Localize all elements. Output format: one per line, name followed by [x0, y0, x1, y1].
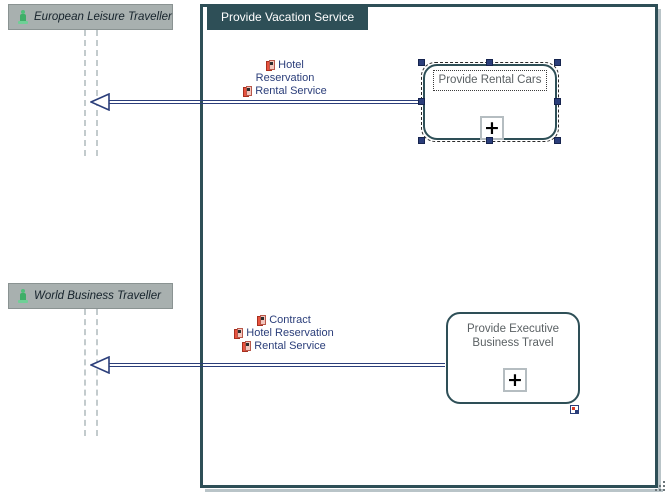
- message-label-row: Hotel Reservation: [234, 327, 334, 340]
- lifeline-actor-2-right: [96, 309, 98, 436]
- message-labels-top[interactable]: Hotel Reservation Rental Service: [225, 59, 345, 98]
- selection-handle-w[interactable]: [418, 98, 425, 105]
- resize-grip[interactable]: [655, 481, 667, 493]
- usecase-node-title[interactable]: Provide Rental Cars: [433, 70, 547, 91]
- frame-title-banner[interactable]: Provide Vacation Service: [207, 4, 369, 30]
- actor-world-business-traveller[interactable]: World Business Traveller: [8, 283, 173, 309]
- frame-shadow-right: [658, 9, 661, 492]
- message-label-text: Rental Service: [255, 85, 327, 97]
- usecase-node-title-line1: Provide Executive: [466, 323, 560, 335]
- actor-european-leisure-traveller[interactable]: European Leisure Traveller: [8, 4, 173, 30]
- frame-title-label: Provide Vacation Service: [221, 10, 355, 24]
- usecase-node-title-line2: Business Travel: [472, 337, 554, 349]
- message-label-text: Contract: [269, 314, 311, 326]
- usecase-node-provide-executive-business-travel[interactable]: Provide Executive Business Travel +: [446, 312, 580, 404]
- actor-icon: [18, 289, 28, 303]
- signal-icon: [242, 341, 252, 352]
- message-label-row: Rental Service: [242, 340, 326, 353]
- selection-handle-s[interactable]: [486, 137, 493, 144]
- message-line-bottom[interactable]: [106, 363, 445, 367]
- message-label-row: Reservation: [256, 72, 315, 85]
- actor-icon: [18, 10, 28, 24]
- message-line-top[interactable]: [106, 100, 421, 104]
- message-label-text: Rental Service: [254, 340, 326, 352]
- selection-handle-sw[interactable]: [418, 137, 425, 144]
- selection-handle-nw[interactable]: [418, 59, 425, 66]
- lifeline-actor-1-right: [96, 30, 98, 156]
- actor-label: World Business Traveller: [34, 290, 161, 302]
- expand-button[interactable]: +: [503, 368, 527, 392]
- actor-label: European Leisure Traveller: [34, 11, 172, 23]
- message-label-text: Reservation: [255, 72, 315, 84]
- signal-icon: [234, 328, 244, 339]
- selection-handle-ne[interactable]: [554, 59, 561, 66]
- message-labels-bottom[interactable]: Contract Hotel Reservation Rental Servic…: [218, 314, 350, 353]
- lifeline-actor-1-left: [84, 30, 86, 156]
- selection-handle-n[interactable]: [486, 59, 493, 66]
- selection-handle-e[interactable]: [554, 98, 561, 105]
- message-label-row: Hotel: [266, 59, 304, 72]
- frame-shadow-bottom: [205, 489, 663, 492]
- stereotype-badge-icon[interactable]: [570, 405, 579, 414]
- lifeline-actor-2-left: [84, 309, 86, 436]
- message-label-row: Contract: [257, 314, 311, 327]
- signal-icon: [266, 60, 276, 71]
- message-label-row: Rental Service: [243, 85, 327, 98]
- signal-icon: [257, 315, 267, 326]
- signal-icon: [243, 86, 253, 97]
- usecase-node-provide-rental-cars[interactable]: Provide Rental Cars +: [423, 64, 557, 140]
- plus-icon: +: [484, 116, 500, 139]
- message-label-text: Hotel Reservation: [246, 327, 334, 339]
- selection-handle-se[interactable]: [554, 137, 561, 144]
- plus-icon: +: [507, 368, 523, 391]
- message-label-text: Hotel: [278, 59, 304, 71]
